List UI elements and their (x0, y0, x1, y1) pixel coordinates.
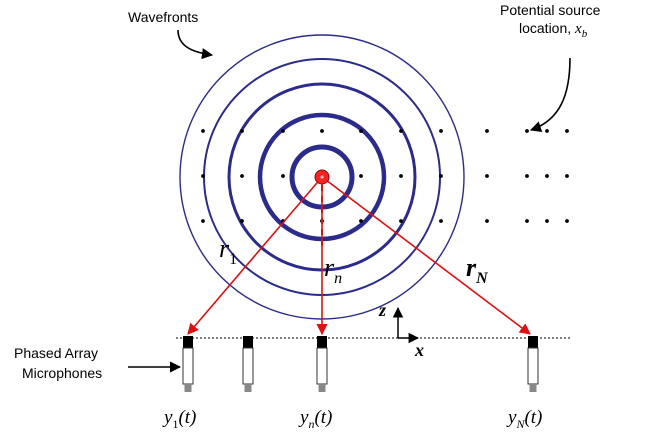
grid-point (525, 219, 529, 223)
distance-r1-sub: 1 (229, 251, 237, 268)
grid-point (399, 174, 403, 178)
grid-point (359, 129, 363, 133)
phased-array-label-line2: Microphones (22, 365, 102, 381)
grid-point (201, 219, 205, 223)
signal-label-1: y1(t) (162, 407, 196, 431)
grid-point (399, 129, 403, 133)
grid-point (485, 129, 489, 133)
microphone-icon (242, 336, 254, 392)
signal-N-main: y (506, 407, 517, 428)
microphone-array (182, 336, 539, 392)
grid-point (565, 129, 569, 133)
microphone-cap (528, 336, 538, 348)
grid-point (359, 174, 363, 178)
microphone-body (527, 347, 539, 385)
grid-point (485, 174, 489, 178)
grid-point (565, 219, 569, 223)
grid-point (320, 129, 324, 133)
signal-1-arg: (t) (178, 407, 196, 428)
grid-point (485, 219, 489, 223)
phased-array-label-line1: Phased Array (14, 345, 98, 361)
grid-point (545, 219, 549, 223)
signal-N-sub: N (515, 417, 525, 431)
microphone-icon (316, 336, 328, 392)
signal-1-sub: 1 (172, 417, 178, 431)
microphone-body (182, 347, 194, 385)
source-location-callout-arrow (529, 57, 571, 133)
distance-rn-main: r (324, 253, 335, 282)
grid-point (565, 174, 569, 178)
propagation-rays (187, 176, 531, 336)
signal-n-main: y (298, 407, 309, 428)
axis-x-label: x (414, 340, 424, 360)
distance-rN-sub: N (475, 270, 489, 287)
distance-rN-main: r (466, 253, 477, 282)
grid-point (439, 174, 443, 178)
grid-point (240, 174, 244, 178)
grid-point (525, 129, 529, 133)
grid-point (240, 129, 244, 133)
axis-z-label: z (378, 300, 386, 320)
signal-n-sub: n (308, 417, 314, 431)
grid-point (545, 129, 549, 133)
grid-point (439, 219, 443, 223)
potential-source-subscript: b (582, 28, 588, 40)
grid-point (399, 219, 403, 223)
wavefronts-label: Wavefronts (128, 9, 198, 25)
signal-label-N: yN(t) (506, 407, 542, 431)
grid-point (439, 129, 443, 133)
ray-to-mic-N (321, 176, 531, 335)
microphone-icon (527, 336, 539, 392)
microphone-base (318, 384, 326, 392)
wavefronts-callout-arrow (177, 29, 214, 60)
grid-point (240, 219, 244, 223)
signal-N-arg: (t) (524, 407, 542, 428)
potential-source-label-line2: location, xb (519, 20, 588, 40)
microphone-body (316, 347, 328, 385)
sound-source-icon (314, 169, 330, 185)
grid-point (281, 129, 285, 133)
signal-n-arg: (t) (314, 407, 332, 428)
distance-r1-label: r1 (219, 234, 237, 268)
grid-point (545, 174, 549, 178)
microphone-icon (182, 336, 194, 392)
microphone-signal-labels: y1(t) yn(t) yN(t) (162, 407, 542, 431)
coordinate-axes: z x (378, 300, 424, 360)
potential-source-symbol: x (574, 21, 582, 37)
microphone-cap (183, 336, 193, 348)
distance-rN-label: rN (466, 253, 489, 287)
potential-source-label-text: location, (519, 20, 575, 36)
grid-point (201, 129, 205, 133)
grid-point (525, 174, 529, 178)
microphone-cap (317, 336, 327, 348)
ray-to-mic-1 (187, 176, 323, 335)
signal-label-n: yn(t) (298, 407, 332, 431)
microphone-base (529, 384, 537, 392)
distance-r1-main: r (219, 234, 230, 263)
grid-point (359, 219, 363, 223)
potential-source-label-line1: Potential source (500, 2, 601, 18)
source-location-grid (201, 129, 569, 223)
grid-point (201, 174, 205, 178)
microphone-cap (243, 336, 253, 348)
microphone-base (244, 384, 252, 392)
distance-rn-label: rn (324, 253, 342, 287)
grid-point (281, 174, 285, 178)
distance-rn-sub: n (334, 270, 342, 287)
microphone-base (184, 384, 192, 392)
signal-1-main: y (162, 407, 173, 428)
microphone-body (242, 347, 254, 385)
